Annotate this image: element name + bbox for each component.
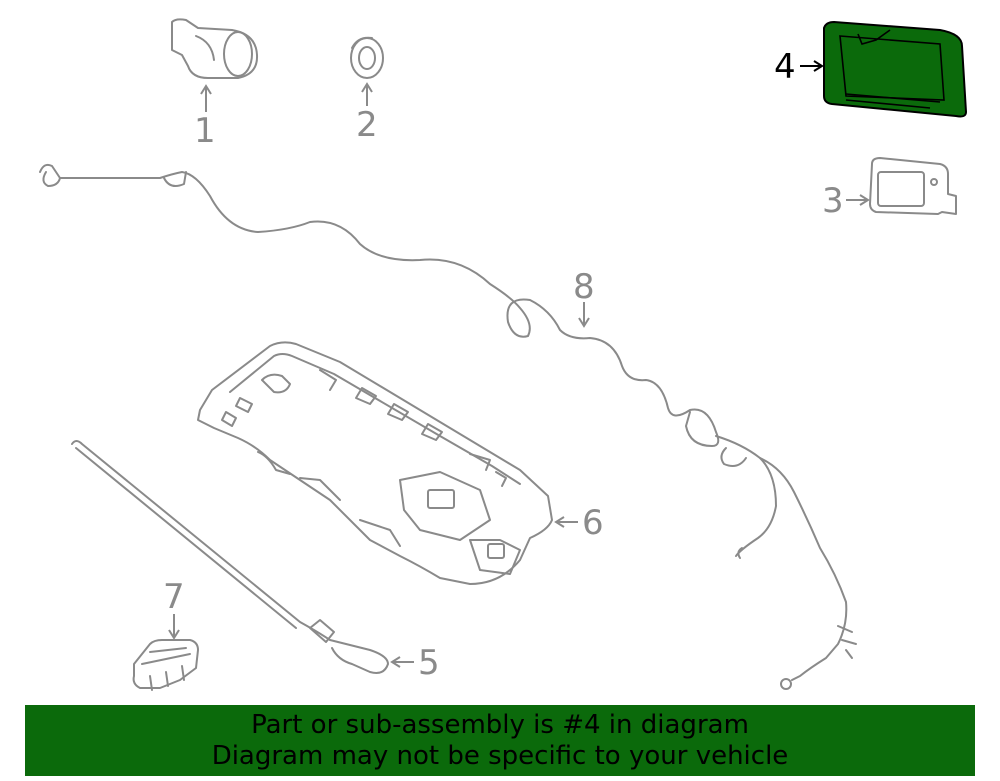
part-4-shape[interactable] [823, 21, 967, 118]
part-6-tray[interactable] [197, 341, 553, 585]
banner-line-1: Part or sub-assembly is #4 in diagram [251, 709, 749, 740]
callout-2[interactable]: 2 [356, 105, 378, 145]
leader-2-arrowhead [361, 82, 373, 93]
leader-5-arrowhead [390, 656, 401, 668]
part-5-cable[interactable] [71, 440, 389, 674]
banner-line-2: Diagram may not be specific to your vehi… [211, 740, 789, 771]
callout-7[interactable]: 7 [163, 577, 185, 617]
part-1-sensor[interactable] [171, 18, 259, 79]
part-3-module[interactable] [869, 157, 957, 215]
leader-7-arrowhead [168, 629, 180, 640]
callout-6[interactable]: 6 [582, 503, 604, 543]
callout-1[interactable]: 1 [194, 111, 216, 151]
leader-1-arrowhead [200, 84, 212, 95]
callout-4[interactable]: 4 [774, 47, 796, 87]
callout-5[interactable]: 5 [418, 643, 440, 683]
callout-3[interactable]: 3 [822, 181, 844, 221]
leader-6-arrowhead [554, 516, 565, 528]
part-4-bracket[interactable] [823, 21, 967, 118]
part-8-harness[interactable] [39, 163, 857, 690]
callout-8[interactable]: 8 [573, 267, 595, 307]
leader-8-arrowhead [578, 317, 590, 328]
part-2-grommet[interactable] [350, 36, 384, 79]
part-7-connector[interactable] [132, 639, 199, 691]
info-banner: Part or sub-assembly is #4 in diagram Di… [25, 705, 975, 776]
leader-3-arrowhead [859, 194, 870, 206]
leader-4-arrowhead [813, 60, 824, 72]
